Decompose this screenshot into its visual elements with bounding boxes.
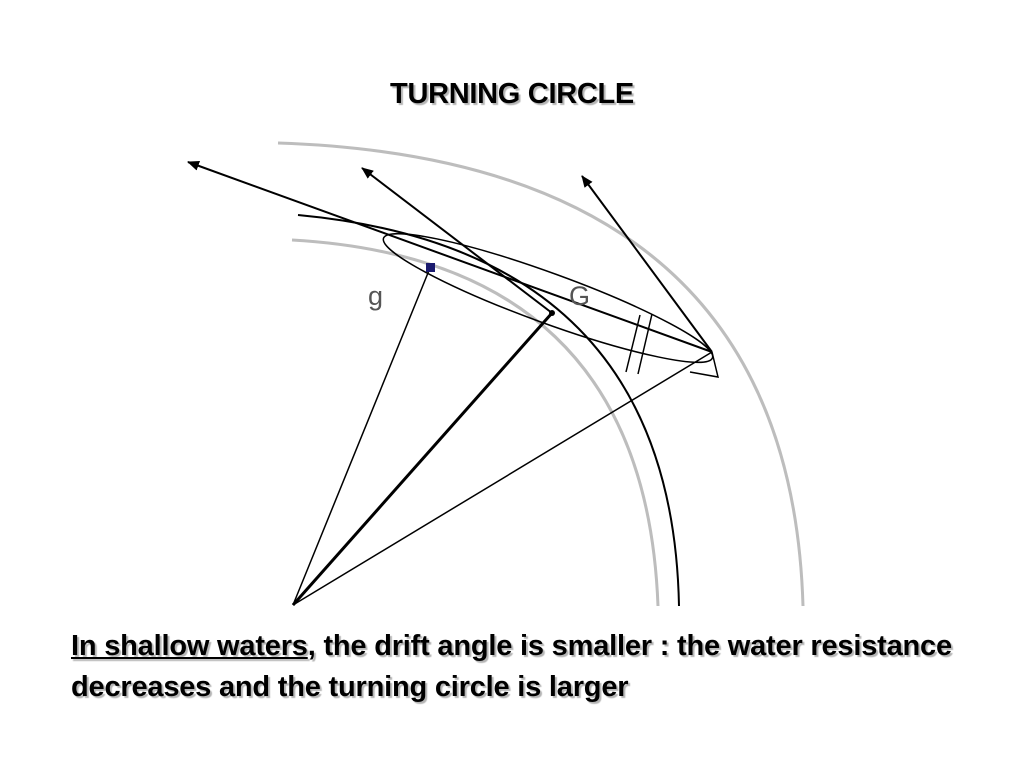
track-arc xyxy=(297,214,680,607)
label-G: G xyxy=(569,281,590,311)
point-G-marker xyxy=(549,310,555,316)
velocity-arrow-G xyxy=(361,167,553,314)
radius-to-g xyxy=(292,267,431,606)
radius-to-G xyxy=(291,312,554,606)
caption-lead: In shallow waters xyxy=(71,630,308,662)
ship-stern xyxy=(689,351,719,378)
caption-rest: , the drift angle is smaller : the water… xyxy=(71,630,952,703)
heading-arrow xyxy=(187,161,713,353)
outer-turning-circle-arc xyxy=(277,141,805,607)
slide-title: TURNING CIRCLE xyxy=(390,78,634,110)
velocity-arrow-stern xyxy=(581,175,713,353)
rudder-mark-2 xyxy=(637,313,653,375)
label-g: g xyxy=(368,281,383,311)
ship-hull xyxy=(382,232,714,364)
point-g-marker xyxy=(426,263,435,272)
radius-to-stern xyxy=(292,351,713,606)
inner-path-arc xyxy=(291,238,660,607)
slide-caption: In shallow waters, the drift angle is sm… xyxy=(71,626,971,708)
